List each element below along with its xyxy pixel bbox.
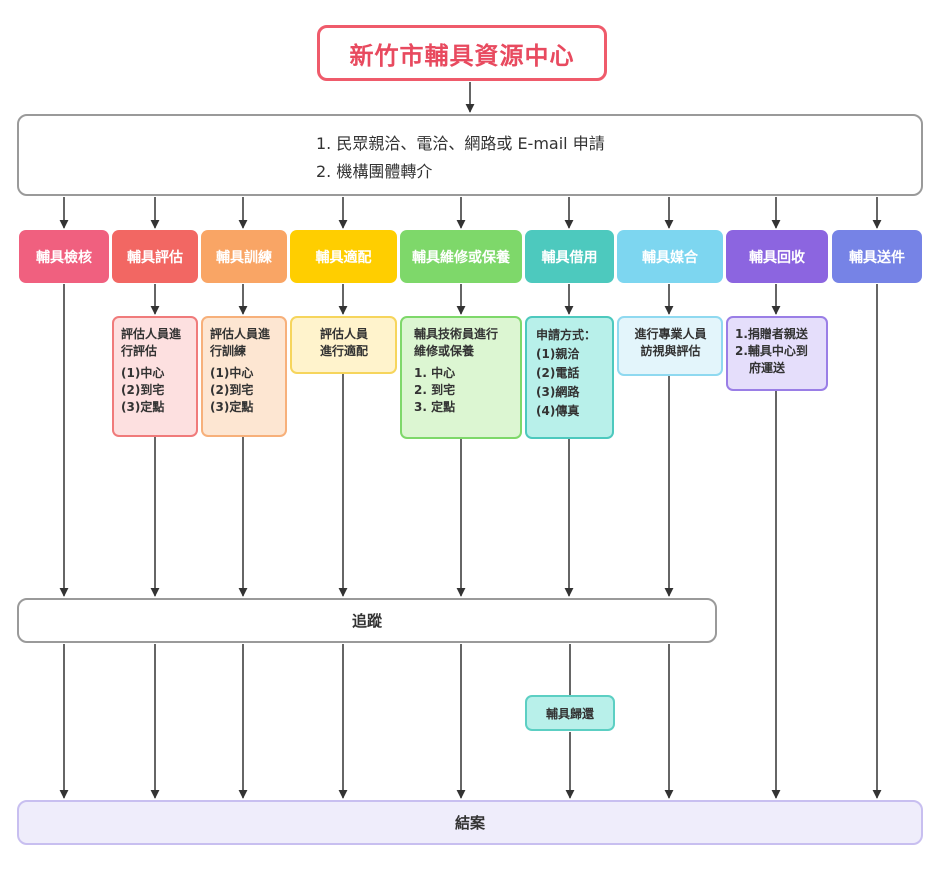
training-detail-line: (3)定點	[210, 400, 254, 414]
evaluation-detail-line: (2)到宅	[121, 383, 165, 397]
closing-box: 結案	[17, 800, 923, 845]
repair-detail-line: 維修或保養	[414, 344, 475, 358]
application-channel-2: 2. 機構團體轉介	[316, 162, 433, 181]
training-detail-line: 行訓練	[210, 344, 247, 358]
matching-detail-box: 進行專業人員 訪視與評估	[617, 316, 723, 376]
fitting-detail-box: 評估人員 進行適配	[290, 316, 397, 374]
repair-detail-line: 1. 中心	[414, 366, 456, 380]
training-detail-line: 評估人員進	[210, 327, 271, 341]
service-fitting: 輔具適配	[290, 230, 397, 283]
loan-detail-line: 申請方式：	[536, 328, 597, 342]
evaluation-detail-line: (3)定點	[121, 400, 165, 414]
fitting-detail-line: 進行適配	[319, 344, 368, 358]
matching-detail-line: 訪視與評估	[640, 344, 701, 358]
fitting-detail-line: 評估人員	[319, 327, 368, 341]
evaluation-detail-line: 行評估	[121, 344, 158, 358]
loan-detail-line: (3)網路	[536, 385, 580, 399]
service-recycle: 輔具回收	[726, 230, 828, 283]
training-detail-box: 評估人員進 行訓練 (1)中心 (2)到宅 (3)定點	[201, 316, 287, 437]
recycle-detail-line: 2.輔具中心到	[735, 344, 808, 358]
evaluation-detail-box: 評估人員進 行評估 (1)中心 (2)到宅 (3)定點	[112, 316, 198, 437]
repair-detail-line: 輔具技術員進行	[414, 327, 499, 341]
service-training: 輔具訓練	[201, 230, 287, 283]
matching-detail-line: 進行專業人員	[634, 327, 707, 341]
service-matching: 輔具媒合	[617, 230, 723, 283]
closing-label: 結案	[454, 814, 485, 832]
center-title: 新竹市輔具資源中心	[349, 40, 575, 70]
service-evaluation: 輔具評估	[112, 230, 198, 283]
recycle-detail-line: 府運送	[749, 361, 786, 375]
recycle-detail-line: 1.捐贈者親送	[735, 327, 808, 341]
tracking-box: 追蹤	[17, 598, 717, 643]
repair-detail-line: 3. 定點	[414, 400, 456, 414]
evaluation-detail-line: (1)中心	[121, 366, 165, 380]
application-channel-1: 1. 民眾親洽、電洽、網路或 E-mail 申請	[316, 134, 605, 153]
return-box: 輔具歸還	[525, 695, 615, 731]
training-detail-line: (2)到宅	[210, 383, 254, 397]
service-inspection: 輔具檢核	[19, 230, 109, 283]
application-channels-box: 1. 民眾親洽、電洽、網路或 E-mail 申請 2. 機構團體轉介	[17, 114, 923, 196]
loan-detail-box: 申請方式： (1)親洽 (2)電話 (3)網路 (4)傳真	[525, 316, 614, 439]
service-delivery: 輔具送件	[832, 230, 922, 283]
training-detail-line: (1)中心	[210, 366, 254, 380]
repair-detail-box: 輔具技術員進行 維修或保養 1. 中心 2. 到宅 3. 定點	[400, 316, 522, 439]
repair-detail-line: 2. 到宅	[414, 383, 456, 397]
center-title-box: 新竹市輔具資源中心	[317, 25, 607, 81]
loan-detail-line: (2)電話	[536, 366, 580, 380]
return-label: 輔具歸還	[545, 706, 594, 721]
service-loan: 輔具借用	[525, 230, 614, 283]
recycle-detail-box: 1.捐贈者親送 2.輔具中心到 府運送	[726, 316, 828, 391]
service-repair: 輔具維修或保養	[400, 230, 522, 283]
tracking-label: 追蹤	[351, 612, 382, 630]
loan-detail-line: (4)傳真	[536, 404, 580, 418]
loan-detail-line: (1)親洽	[536, 347, 580, 361]
evaluation-detail-line: 評估人員進	[121, 327, 182, 341]
